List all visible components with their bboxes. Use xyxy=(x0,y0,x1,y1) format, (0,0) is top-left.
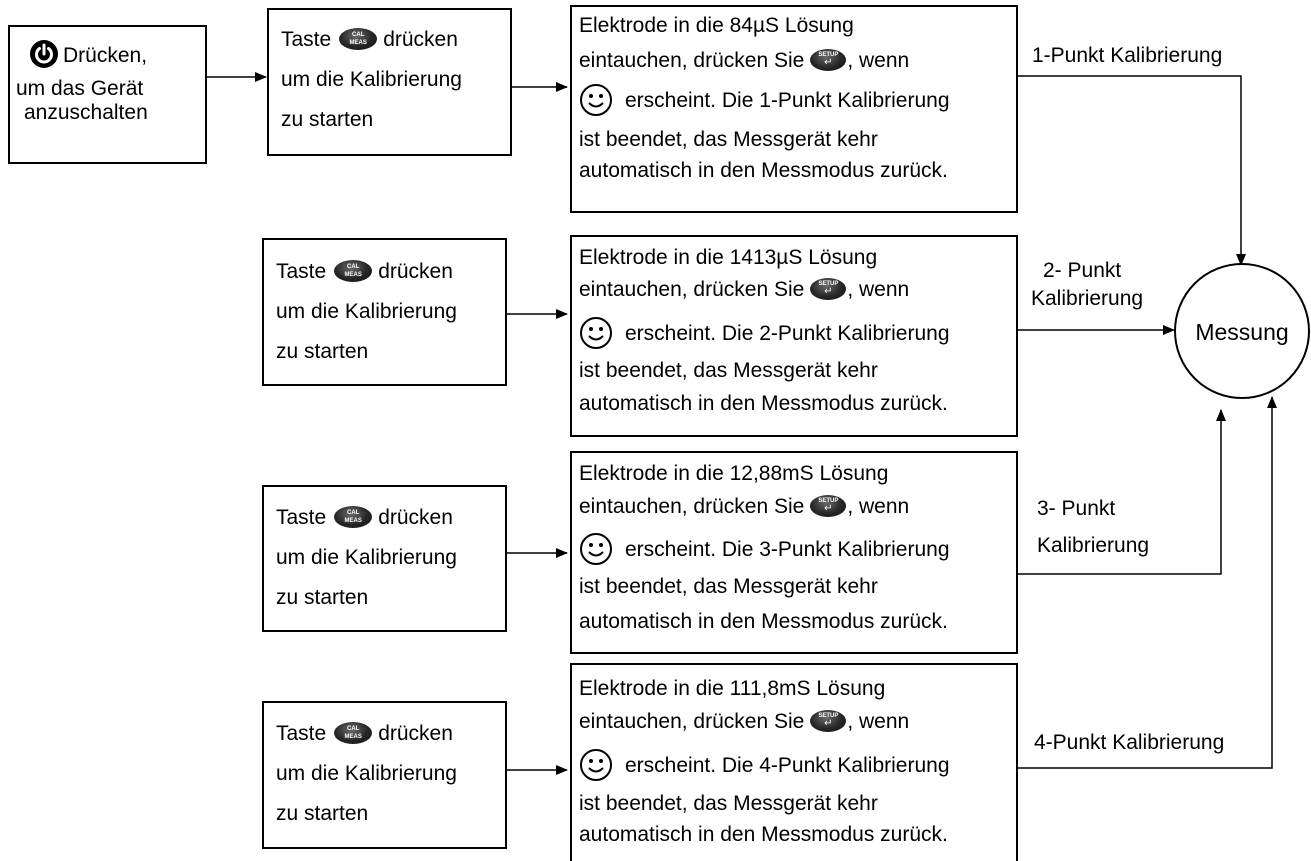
step-line5: automatisch in den Messmodus zurück. xyxy=(579,392,948,415)
start-line2: um das Gerät xyxy=(16,77,144,100)
setup-key-icon: SETUP↵ xyxy=(810,710,847,732)
step-line5: automatisch in den Messmodus zurück. xyxy=(579,610,948,633)
step-line2-pre: eintauchen, drücken Sie xyxy=(579,495,805,518)
start-cal-line3: zu starten xyxy=(276,802,369,825)
step-line1: Elektrode in die 111,8mS Lösung xyxy=(579,677,886,700)
label-1-punkt: 1-Punkt Kalibrierung xyxy=(1032,44,1223,67)
druecken-text: drücken xyxy=(378,260,453,283)
step-line2-pre: eintauchen, drücken Sie xyxy=(579,49,805,72)
step-line5: automatisch in den Messmodus zurück. xyxy=(579,159,948,182)
taste-text: Taste xyxy=(276,722,327,745)
arrow-step3-to-messung xyxy=(1018,409,1226,575)
start-cal-line3: zu starten xyxy=(276,586,369,609)
step-line2-post: , wenn xyxy=(847,278,910,301)
step-line3: erscheint. Die 4-Punkt Kalibrierung xyxy=(625,754,950,777)
druecken-text: drücken xyxy=(378,506,453,529)
power-icon xyxy=(30,40,58,68)
step-line4: ist beendet, das Messgerät kehr xyxy=(579,575,878,598)
start-cal-line2: um die Kalibrierung xyxy=(276,300,457,323)
step-line5: automatisch in den Messmodus zurück. xyxy=(579,823,948,846)
step-line3: erscheint. Die 3-Punkt Kalibrierung xyxy=(625,538,950,561)
taste-text: Taste xyxy=(281,28,332,51)
start-cal-line2: um die Kalibrierung xyxy=(276,762,457,785)
start-cal-line3: zu starten xyxy=(281,108,374,131)
messung-label: Messung xyxy=(1195,319,1289,345)
arrow-step1-to-messung xyxy=(1018,75,1246,266)
step-line2-pre: eintauchen, drücken Sie xyxy=(579,278,805,301)
taste-text: Taste xyxy=(276,260,327,283)
setup-key-icon: SETUP↵ xyxy=(810,278,847,300)
step-line2-post: , wenn xyxy=(847,710,910,733)
step-line2-pre: eintauchen, drücken Sie xyxy=(579,710,805,733)
label-4-punkt: 4-Punkt Kalibrierung xyxy=(1034,731,1225,754)
start-line1: Drücken, xyxy=(63,44,148,67)
smiley-icon xyxy=(580,533,612,565)
step-box-3: Elektrode in die 12,88mS Lösung eintauch… xyxy=(570,451,1018,654)
start-box: Drücken, um das Gerät anzuschalten xyxy=(8,25,207,164)
setup-key-icon: SETUP↵ xyxy=(810,49,847,71)
step-box-1: Elektrode in die 84µS Lösung eintauchen,… xyxy=(570,5,1018,213)
smiley-icon xyxy=(580,84,612,116)
druecken-text: drücken xyxy=(378,722,453,745)
label-3-punkt-line2: Kalibrierung xyxy=(1037,534,1150,557)
step-line1: Elektrode in die 12,88mS Lösung xyxy=(579,462,889,485)
messung-node: Messung xyxy=(1174,263,1310,399)
label-2-punkt-line1: 2- Punkt xyxy=(1043,259,1122,282)
smiley-icon xyxy=(580,749,612,781)
start-cal-line2: um die Kalibrierung xyxy=(276,546,457,569)
step-box-4: Elektrode in die 111,8mS Lösung eintauch… xyxy=(570,663,1018,861)
step-line4: ist beendet, das Messgerät kehr xyxy=(579,128,878,151)
label-2-punkt-line2: Kalibrierung xyxy=(1031,287,1144,310)
taste-text: Taste xyxy=(276,506,327,529)
step-line2-post: , wenn xyxy=(847,49,910,72)
step-line3: erscheint. Die 1-Punkt Kalibrierung xyxy=(625,89,950,112)
druecken-text: drücken xyxy=(383,28,458,51)
step-line4: ist beendet, das Messgerät kehr xyxy=(579,359,878,382)
step-line1: Elektrode in die 1413µS Lösung xyxy=(579,246,878,269)
arrow-step4-to-messung xyxy=(1018,396,1277,769)
step-line3: erscheint. Die 2-Punkt Kalibrierung xyxy=(625,322,950,345)
start-line3: anzuschalten xyxy=(24,101,148,124)
start-cal-line2: um die Kalibrierung xyxy=(281,68,462,91)
setup-key-icon: SETUP↵ xyxy=(810,495,847,517)
smiley-icon xyxy=(580,317,612,349)
step-line2-post: , wenn xyxy=(847,495,910,518)
start-cal-line3: zu starten xyxy=(276,340,369,363)
step-box-2: Elektrode in die 1413µS Lösung eintauche… xyxy=(570,235,1018,437)
step-line1: Elektrode in die 84µS Lösung xyxy=(579,14,854,37)
step-line4: ist beendet, das Messgerät kehr xyxy=(579,792,878,815)
label-3-punkt-line1: 3- Punkt xyxy=(1037,497,1116,520)
